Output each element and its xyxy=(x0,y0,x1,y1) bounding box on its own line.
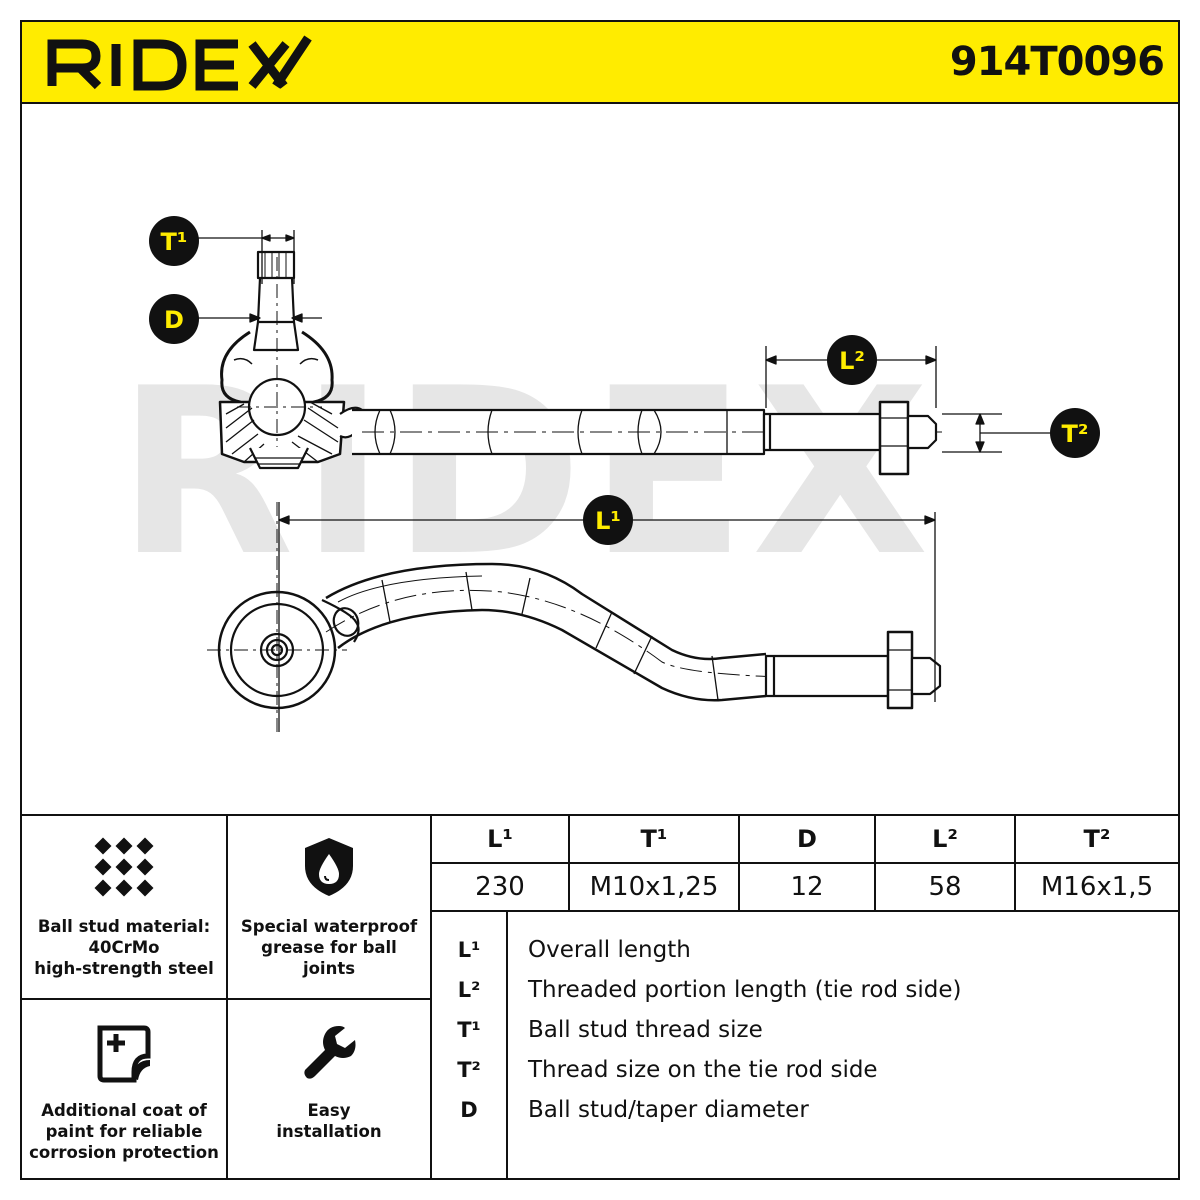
feature-line: installation xyxy=(276,1122,382,1141)
tie-rod-end-drawing: RIDEX xyxy=(117,216,1100,732)
dimension-badges: T¹ D L² T² L¹ xyxy=(149,216,1100,545)
svg-text:L¹: L¹ xyxy=(595,507,621,535)
feature-line: joints xyxy=(302,959,356,978)
spec-header: L¹ xyxy=(432,816,570,862)
badge-d: D xyxy=(149,294,199,344)
spec-header: T¹ xyxy=(570,816,740,862)
legend-divider xyxy=(506,912,508,1180)
svg-text:T²: T² xyxy=(1062,420,1089,448)
spec-value: 12 xyxy=(740,864,876,910)
feature-line: 40CrMo xyxy=(88,938,160,957)
dimension-lines xyxy=(198,230,1052,732)
feature-paint: Additional coat of paint for reliable co… xyxy=(22,1000,228,1180)
legend-item: L² Threaded portion length (tie rod side… xyxy=(432,970,1178,1010)
legend-item: T¹ Ball stud thread size xyxy=(432,1010,1178,1050)
legend-item: L¹ Overall length xyxy=(432,930,1178,970)
feature-material: Ball stud material: 40CrMo high-strength… xyxy=(22,816,228,1000)
mesh-material-icon xyxy=(94,837,154,897)
spec-header: L² xyxy=(876,816,1016,862)
legend-text: Thread size on the tie rod side xyxy=(528,1057,878,1083)
feature-line: Additional coat of xyxy=(41,1101,207,1120)
legend-text: Ball stud thread size xyxy=(528,1017,763,1043)
spec-table: L¹ T¹ D L² T² 230 M10x1,25 12 58 M16x1,5… xyxy=(432,816,1178,1180)
legend-text: Ball stud/taper diameter xyxy=(528,1097,809,1123)
badge-t2: T² xyxy=(1050,408,1100,458)
svg-text:D: D xyxy=(164,306,184,334)
part-number: 914T0096 xyxy=(949,39,1165,85)
top-view xyxy=(207,502,943,732)
spec-header: D xyxy=(740,816,876,862)
watermark-text: RIDEX xyxy=(117,340,935,607)
spec-value: 230 xyxy=(432,864,570,910)
legend-key: D xyxy=(460,1098,478,1122)
spec-value: M16x1,5 xyxy=(1040,872,1154,902)
feature-line: Special waterproof xyxy=(240,917,418,936)
legend-key: L² xyxy=(457,978,481,1002)
spec-value-row: 230 M10x1,25 12 58 M16x1,5 xyxy=(432,864,1178,912)
feature-line: high-strength steel xyxy=(34,959,214,978)
paint-coat-icon xyxy=(97,1025,151,1083)
technical-drawing: RIDEX xyxy=(22,102,1178,814)
product-sheet: 914T0096 RIDEX xyxy=(20,20,1180,1180)
badge-l2: L² xyxy=(827,335,877,385)
spec-value: M10x1,25 xyxy=(570,864,740,910)
svg-text:L²: L² xyxy=(839,347,865,375)
badge-l1: L¹ xyxy=(583,495,633,545)
spec-value: 58 xyxy=(876,864,1016,910)
badge-t1: T¹ xyxy=(149,216,199,266)
spec-header: T² xyxy=(1083,825,1111,853)
feature-line: paint for reliable xyxy=(45,1122,203,1141)
side-view xyxy=(218,250,942,476)
feature-line: Ball stud material: xyxy=(37,917,211,936)
wrench-icon xyxy=(304,1026,356,1079)
spec-header-row: L¹ T¹ D L² T² xyxy=(432,816,1178,864)
feature-grease: Special waterproof grease for ball joint… xyxy=(228,816,432,1000)
feature-line: grease for ball xyxy=(261,938,397,957)
legend-text: Threaded portion length (tie rod side) xyxy=(528,977,962,1003)
legend-item: D Ball stud/taper diameter xyxy=(432,1090,1178,1130)
oil-drop-shield-icon xyxy=(305,838,353,896)
header-bar: 914T0096 xyxy=(22,22,1178,104)
legend-item: T² Thread size on the tie rod side xyxy=(432,1050,1178,1090)
svg-text:T¹: T¹ xyxy=(161,228,188,256)
legend-key: T¹ xyxy=(457,1018,481,1042)
info-panel: Ball stud material: 40CrMo high-strength… xyxy=(22,814,1178,1180)
feature-line: Easy xyxy=(307,1101,351,1120)
ridex-logo xyxy=(47,35,312,91)
feature-installation: Easy installation xyxy=(228,1000,432,1180)
legend-text: Overall length xyxy=(528,937,691,963)
legend-key: T² xyxy=(457,1058,481,1082)
legend-key: L¹ xyxy=(457,938,481,962)
feature-line: corrosion protection xyxy=(29,1143,219,1162)
